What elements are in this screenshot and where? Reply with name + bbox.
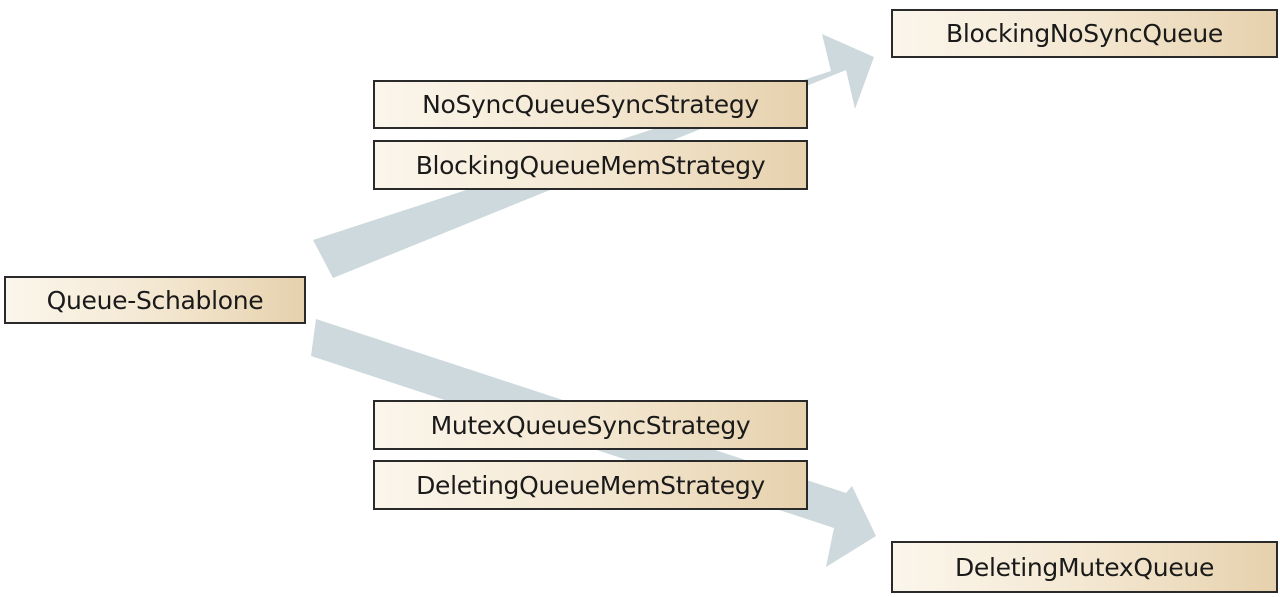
mem-strategy-node-lower: DeletingQueueMemStrategy <box>373 460 808 510</box>
sync-strategy-node-lower: MutexQueueSyncStrategy <box>373 400 808 450</box>
target-node-lower: DeletingMutexQueue <box>891 541 1278 593</box>
sync-strategy-node-upper: NoSyncQueueSyncStrategy <box>373 80 808 129</box>
source-node: Queue-Schablone <box>4 276 306 324</box>
mem-strategy-node-upper: BlockingQueueMemStrategy <box>373 140 808 190</box>
target-node-upper: BlockingNoSyncQueue <box>891 9 1278 58</box>
